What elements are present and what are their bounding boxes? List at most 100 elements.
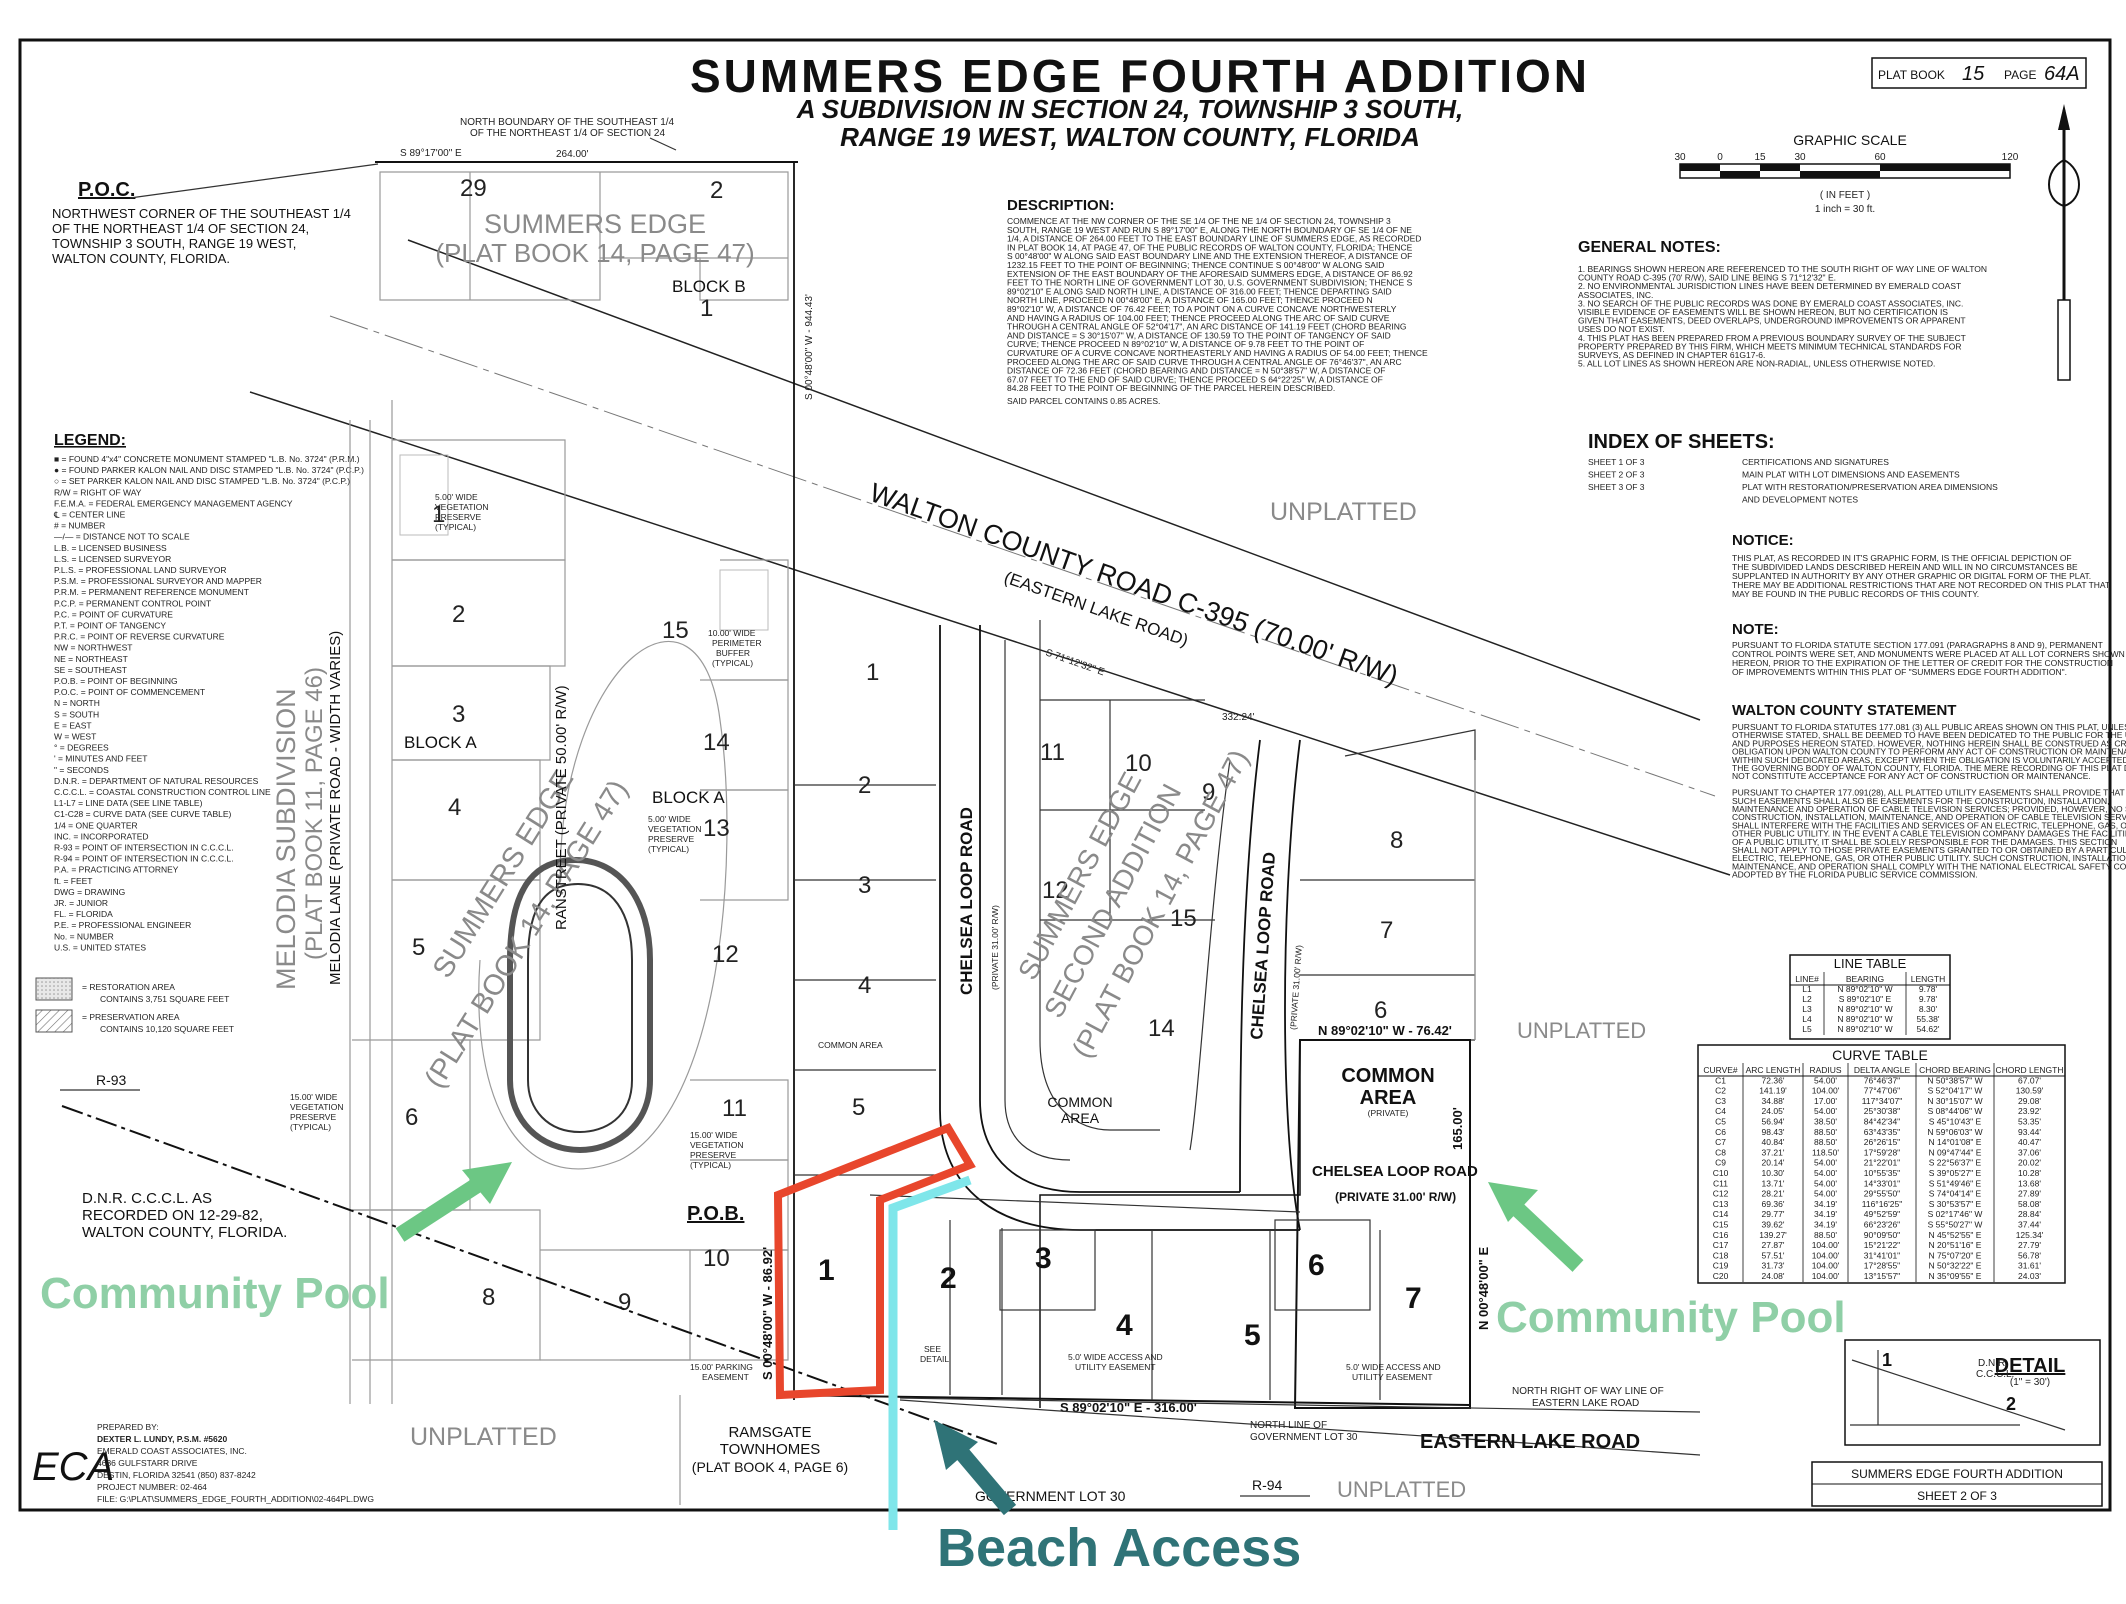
poc-line: WALTON COUNTY, FLORIDA. [52,251,230,266]
perimeter-buffer-note: 10.00' WIDE [708,628,756,638]
table-cell: 17°28'55" [1864,1261,1900,1271]
general-note-line: 4. THIS PLAT HAS BEEN PREPARED FROM A PR… [1578,333,1966,343]
common-area-label: AREA [1360,1087,1417,1109]
lot-number-old: 8 [482,1284,495,1311]
table-cell: 27.79' [2018,1240,2041,1250]
lot-number-old: 1 [700,295,713,322]
legend-item: P.C.P. = PERMANENT CONTROL POINT [54,598,211,608]
table-cell: 66°23'26" [1864,1220,1900,1230]
table-cell: 84°42'34" [1864,1117,1900,1127]
legend-item: P.E. = PROFESSIONAL ENGINEER [54,920,191,930]
plat-book-box: PLAT BOOK 15 PAGE 64A [1871,57,2087,89]
chelsea-loop-road-label: CHELSEA LOOP ROAD [1312,1163,1478,1180]
chelsea-loop-road-label: (PRIVATE 31.00' R/W) [990,905,1000,990]
lot-number-old: 13 [703,815,730,842]
table-header: ARC LENGTH [1746,1065,1801,1075]
walton-statement-heading: WALTON COUNTY STATEMENT [1732,702,1956,719]
table-cell: C8 [1715,1147,1726,1157]
general-note-line: PROPERTY PREPARED BY THIS FIRM, WHICH ME… [1578,341,1962,351]
fourth-addition-parcel: 1 2 3 4 5 6 7 COMMON AREA (PRIVATE) CHEL… [690,1023,1491,1415]
table-cell: C9 [1715,1158,1726,1168]
table-cell: 98.43' [1762,1127,1785,1137]
lot-number-old: 1 [866,659,879,686]
table-header: CURVE# [1703,1065,1738,1075]
table-cell: C15 [1713,1220,1729,1230]
table-cell: 14°33'01" [1864,1178,1900,1188]
fourth-addition-boundary-highlight [773,1123,976,1400]
melodia-lane-label: MELODIA LANE (PRIVATE ROAD - WIDTH VARIE… [327,631,344,985]
table-cell: 54.62' [1917,1024,1940,1034]
lot-number-old: 12 [712,941,739,968]
lot-number-new: 7 [1405,1282,1422,1315]
table-cell: 8.30' [1919,1004,1938,1014]
scale-tick-2: 15 [1754,152,1766,163]
table-cell: C5 [1715,1117,1726,1127]
legend-item: D.N.R. = DEPARTMENT OF NATURAL RESOURCES [54,776,259,786]
veg-preserve-note: (TYPICAL) [290,1122,331,1132]
veg-preserve-5-note: 5.00' WIDE [435,492,478,502]
veg-preserve-note: 15.00' WIDE [290,1092,338,1102]
common-area-label: (PRIVATE) [1368,1108,1409,1118]
legend-item: P.T. = POINT OF TANGENCY [54,621,166,631]
page-title: SUMMERS EDGE FOURTH ADDITION [690,50,1590,102]
description-line: THROUGH A CENTRAL ANGLE OF 52°04'17", AN… [1007,322,1406,332]
bearing-ne: N 89°02'10" W - 76.42' [1318,1023,1452,1038]
veg-preserve-5-note: VEGETATION [435,502,489,512]
melodia-label: MELODIA SUBDIVISION [271,688,301,990]
see-detail-note: DETAIL [920,1354,949,1364]
description-lines: COMMENCE AT THE NW CORNER OF THE SE 1/4 … [1007,216,1428,393]
table-cell: C17 [1713,1240,1729,1250]
prepared-line: EMERALD COAST ASSOCIATES, INC. [97,1446,247,1456]
plat-book-label: PLAT BOOK [1878,68,1945,82]
subtitle-line-2: RANGE 19 WEST, WALTON COUNTY, FLORIDA [840,122,1420,152]
table-cell: 104.00' [1812,1250,1840,1260]
table-cell: 54.00' [1814,1178,1837,1188]
description-line: 89°02'10" E ALONG SAID NORTH LINE, A DIS… [1007,286,1392,296]
community-pool-right-label: Community Pool [1496,1293,1846,1342]
unplatted-label: UNPLATTED [1517,1018,1646,1043]
veg-preserve-5-note: VEGETATION [648,824,702,834]
general-notes: GENERAL NOTES: 1. BEARINGS SHOWN HEREON … [1578,239,1987,369]
table-cell: 67.07' [2018,1075,2041,1085]
general-note-line: GIVEN THAT EASEMENTS, DEED OVERLAPS, UND… [1578,316,1966,326]
table-cell: N 14°01'08" E [1929,1137,1982,1147]
table-cell: N 89°02'10" W [1837,1004,1892,1014]
walton-line: THE GOVERNING BODY OF WALTON COUNTY, FLO… [1732,763,2126,773]
prepared-line: PREPARED BY: [97,1422,159,1432]
table-cell: N 35°09'55" E [1929,1271,1982,1281]
table-cell: C18 [1713,1250,1729,1260]
scale-tick-3: 30 [1794,152,1806,163]
table-header: CHORD LENGTH [1995,1065,2063,1075]
detail-box: DETAIL (1" = 30') D.N.R. C.C.C.L. 1 2 [1844,1339,2101,1446]
block-a-label: BLOCK A [652,788,725,807]
table-cell: 37.21' [1762,1147,1785,1157]
table-cell: S 52°04'17" W [1928,1086,1983,1096]
north-boundary-label: OF THE NORTHEAST 1/4 OF SECTION 24 [470,128,665,139]
bearing-e: N 00°48'00" E [1476,1247,1491,1330]
table-cell: S 74°04'14" E [1929,1189,1982,1199]
perimeter-buffer-note: BUFFER [716,648,750,658]
ramsgate-townhomes: RAMSGATE TOWNHOMES (PLAT BOOK 4, PAGE 6) [679,1395,891,1505]
legend-item: # = NUMBER [54,521,105,531]
beach-access-arrow-icon [934,1420,1017,1516]
top-distance: 264.00' [556,149,589,160]
legend-item: —/— = DISTANCE NOT TO SCALE [54,532,190,542]
government-lot-label: GOVERNMENT LOT 30 [975,1488,1126,1504]
ramsgate-label: RAMSGATE [728,1424,811,1441]
walton-line: MAINTENANCE AND OPERATION OF CABLE TELEV… [1732,804,2126,814]
description-line: CURVE; THENCE PROCEED N 89°02'10" W, A D… [1007,339,1364,349]
lot-number-old: 15 [662,617,689,644]
restoration-label: = RESTORATION AREA [82,982,175,992]
table-cell: 10.28' [2018,1168,2041,1178]
description-heading: DESCRIPTION: [1007,197,1115,214]
lot-number-old: 12 [1042,877,1069,904]
lot-number-old: 4 [448,794,461,821]
access-easement-note: 5.0' WIDE ACCESS AND [1068,1352,1163,1362]
table-cell: 34.19' [1814,1199,1837,1209]
legend-item: C1-C28 = CURVE DATA (SEE CURVE TABLE) [54,809,232,819]
dnr-label: WALTON COUNTY, FLORIDA. [82,1224,287,1241]
ramsgate-label: (PLAT BOOK 4, PAGE 6) [692,1459,848,1475]
